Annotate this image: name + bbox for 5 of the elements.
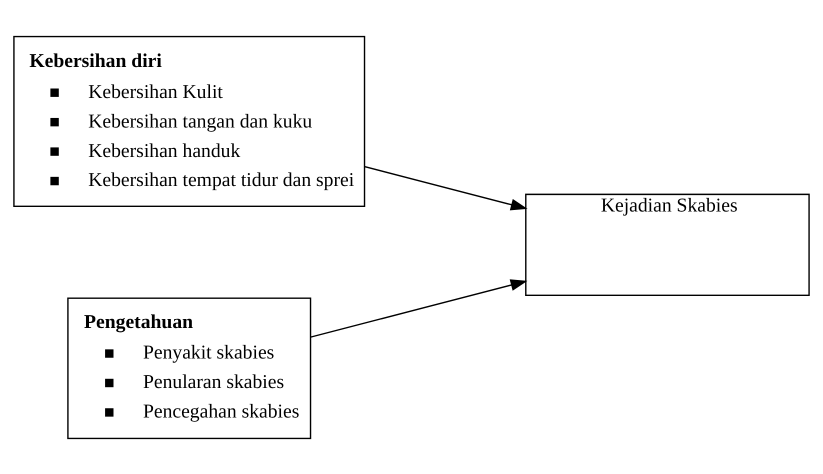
arrow [310, 278, 528, 338]
node-box: Kebersihan diri Kebersihan Kulit Kebersihan tangan dan kuku Kebersihan handuk Kebersihan tempat tidur dan sprei [13, 35, 366, 206]
node-box: Kejadian Skabies [525, 193, 810, 296]
arrow [364, 166, 528, 210]
node-box: Pengetahuan Penyakit skabies Penularan skabies Pencegahan skabies [67, 296, 312, 439]
